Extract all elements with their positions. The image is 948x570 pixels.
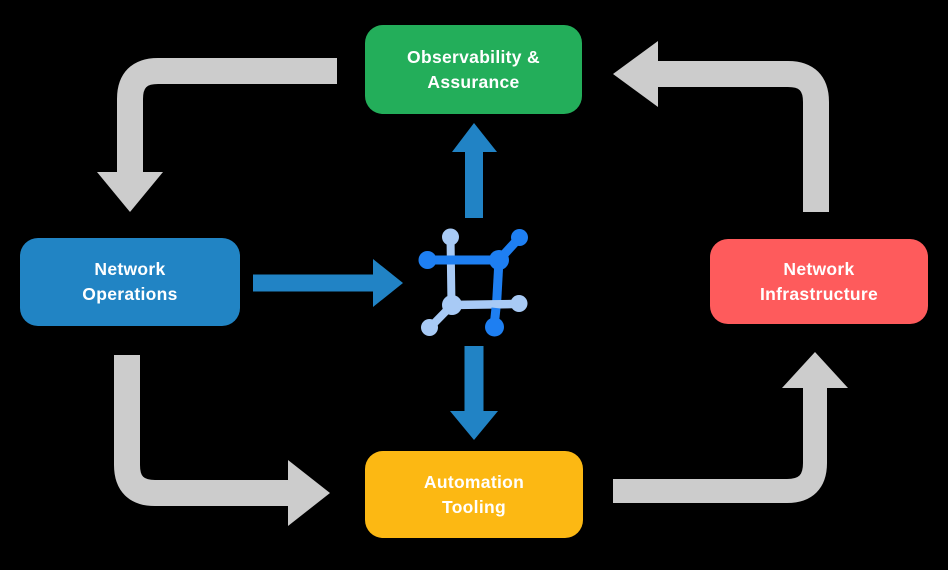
node-network-operations: Network Operations [20, 238, 240, 326]
node-automation-tooling: Automation Tooling [365, 451, 583, 538]
label-line-1: Network [783, 258, 855, 279]
arrow-observability-to-operations [97, 58, 337, 212]
arrow-head-right [288, 460, 330, 526]
icon-light-stem [446, 233, 456, 309]
icon-dark-topright-node [511, 229, 528, 246]
arrow-infrastructure-to-observability [613, 41, 829, 212]
arrow-shaft [117, 58, 337, 174]
arrow-operations-to-automation [114, 355, 330, 526]
icon-dark-left-node [418, 251, 437, 269]
label-line-1: Network [94, 259, 166, 279]
label-line-2: Operations [82, 284, 178, 304]
node-network-infrastructure: Network Infrastructure [710, 239, 928, 324]
node-label: Network Infrastructure [760, 257, 878, 307]
icon-light-right-node [510, 295, 528, 312]
icon-light-corner-node [442, 295, 462, 315]
icon-dark-right-edge [492, 259, 504, 306]
icon-dark-bottom-node [485, 317, 504, 337]
arrow-head-up [452, 123, 497, 152]
arrow-head-down [450, 411, 498, 440]
arrow-operations-to-center [253, 259, 403, 307]
label-line-2: Assurance [427, 71, 520, 92]
arrow-head-down [97, 172, 163, 212]
arrow-center-to-automation [450, 346, 498, 440]
node-label: Automation Tooling [424, 470, 524, 520]
arrow-shaft [613, 386, 827, 503]
label-line-1: Automation [423, 471, 525, 492]
node-label: Observability & Assurance [407, 45, 540, 95]
arrow-automation-to-infrastructure [613, 352, 848, 503]
icon-light-bottom-edge [451, 299, 514, 310]
arrow-shaft [114, 355, 290, 506]
arrow-shaft [656, 61, 829, 212]
arrow-center-to-observability [452, 123, 497, 218]
node-observability-assurance: Observability & Assurance [365, 25, 582, 114]
label-line-2: Tooling [442, 496, 506, 517]
icon-light-bottomleft-node [421, 319, 438, 336]
arrow-head-right [373, 259, 403, 307]
node-label: Network Operations [82, 257, 177, 307]
label-line-1: Observability & [407, 46, 540, 67]
label-line-2: Infrastructure [760, 283, 878, 304]
icon-light-top-node [442, 228, 459, 246]
network-mesh-icon [418, 228, 528, 337]
arrow-head-up [782, 352, 848, 388]
arrow-head-left [613, 41, 658, 107]
